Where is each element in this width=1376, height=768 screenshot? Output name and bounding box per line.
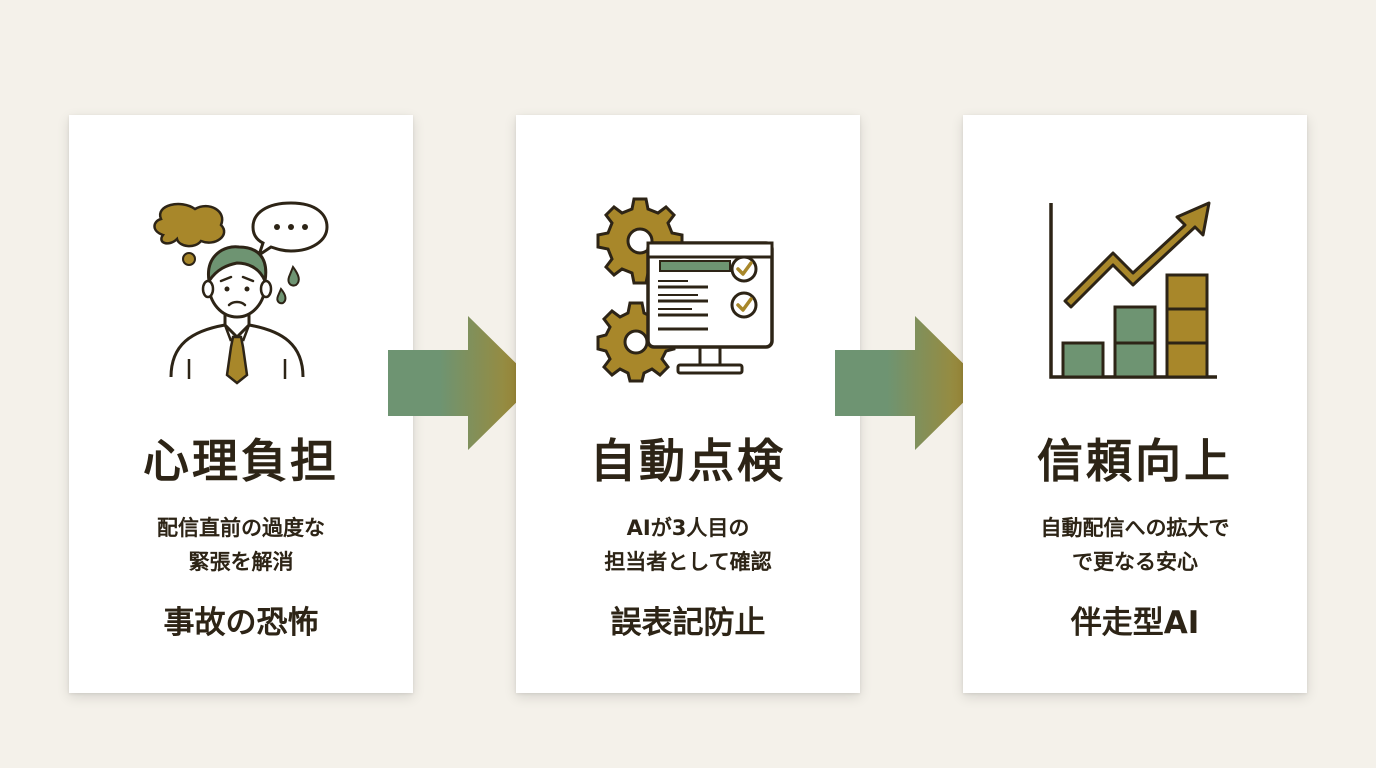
- card-tag: 事故の恐怖: [163, 605, 319, 641]
- gears-monitor-checklist-icon: [596, 197, 774, 383]
- card-description-line-2: 担当者として確認: [604, 550, 772, 574]
- card-tag: 誤表記防止: [610, 605, 766, 641]
- arrow-right-icon: [388, 316, 536, 450]
- step-card-2: 自動点検 AIが3人目の 担当者として確認 誤表記防止: [516, 115, 860, 693]
- arrow-right-icon: [835, 316, 983, 450]
- card-description-line-2: で更なる安心: [1072, 550, 1198, 574]
- card-description-line-1: 配信直前の過度な: [157, 516, 325, 540]
- card-description-line-2: 緊張を解消: [188, 550, 294, 574]
- card-description-line-1: 自動配信への拡大で: [1040, 516, 1230, 540]
- card-description: 配信直前の過度な 緊張を解消: [79, 511, 403, 579]
- card-title: 心理負担: [143, 434, 339, 488]
- card-title: 信頼向上: [1037, 434, 1233, 488]
- card-description: 自動配信への拡大で で更なる安心: [973, 511, 1297, 579]
- stressed-person-icon: [153, 201, 329, 385]
- card-description: AIが3人目の 担当者として確認: [526, 511, 850, 579]
- step-card-1: 心理負担 配信直前の過度な 緊張を解消 事故の恐怖: [69, 115, 413, 693]
- step-card-3: 信頼向上 自動配信への拡大で で更なる安心 伴走型AI: [963, 115, 1307, 693]
- card-description-line-1: AIが3人目の: [626, 516, 750, 540]
- growth-chart-icon: [1049, 201, 1217, 379]
- card-tag: 伴走型AI: [1070, 605, 1200, 641]
- card-title: 自動点検: [590, 434, 786, 488]
